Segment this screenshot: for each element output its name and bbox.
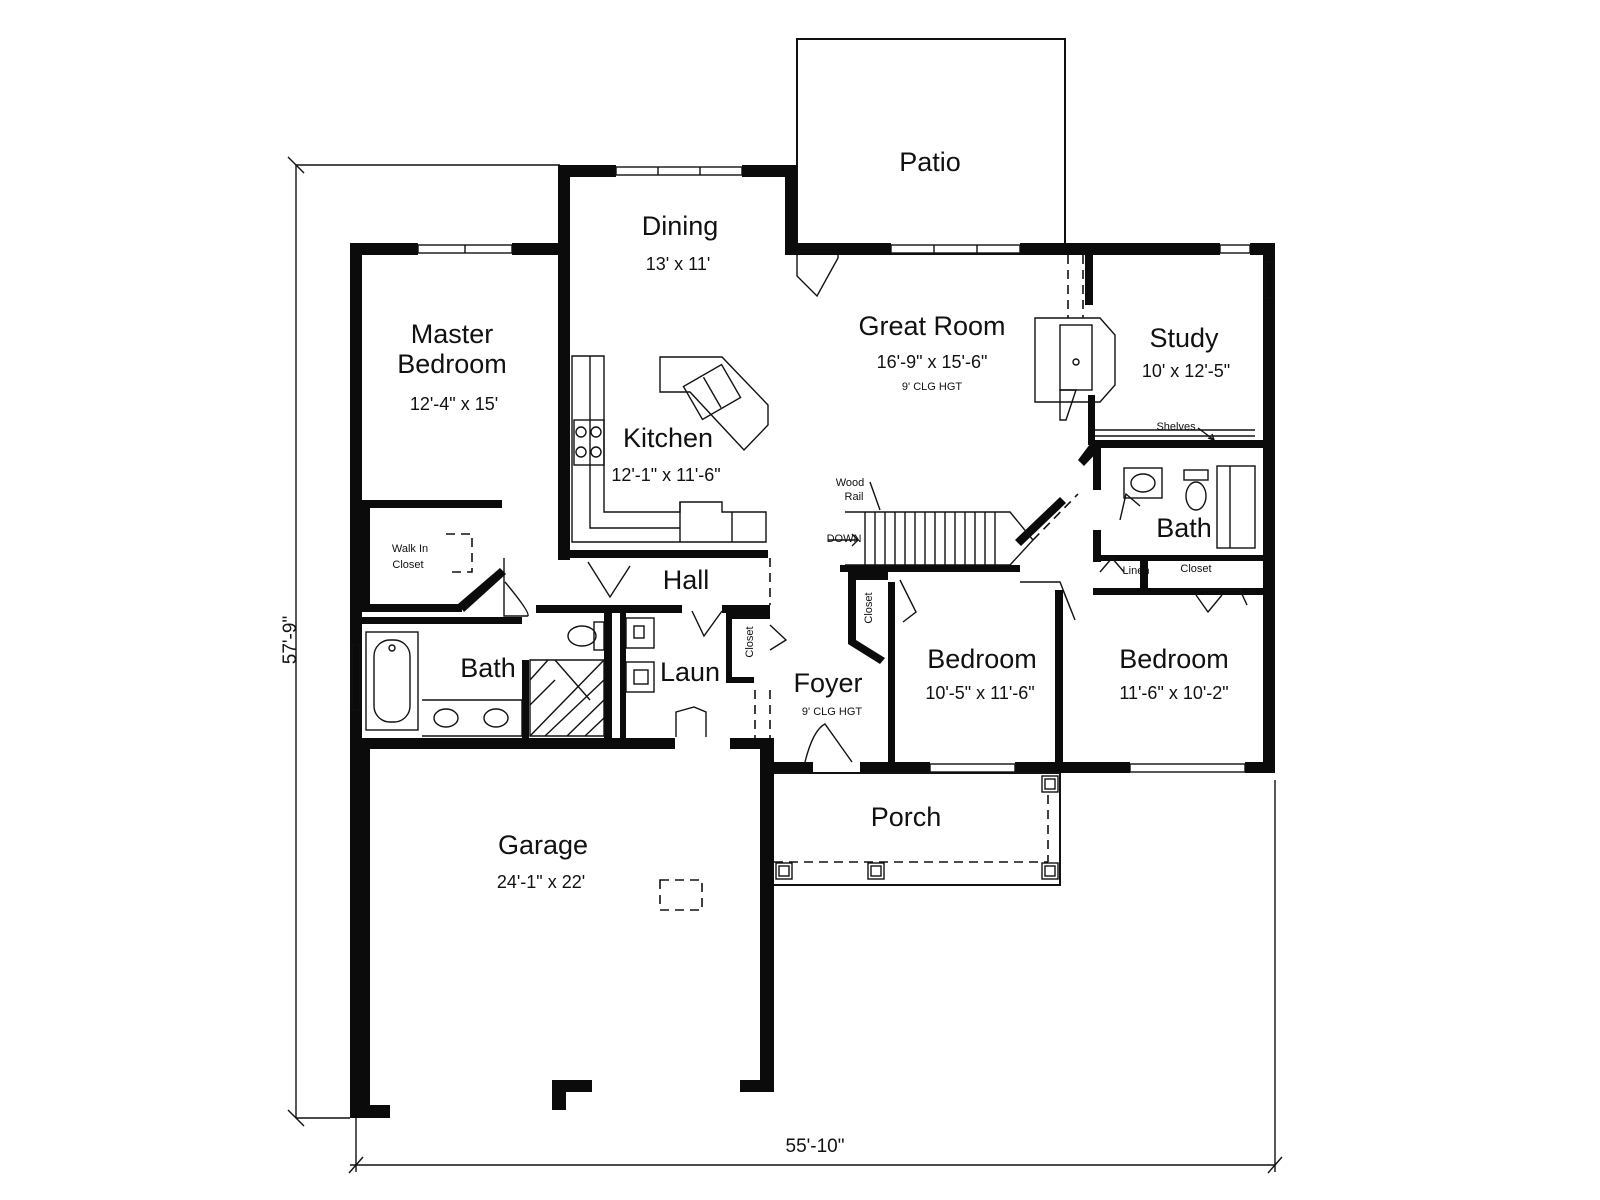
depth-dimension: 57'-9" (280, 616, 301, 664)
bedroom-closet-label: Closet (1180, 563, 1211, 575)
study-name: Study (1149, 323, 1219, 353)
dimension-lines: 57'-9" 55'-10" (280, 156, 1283, 1174)
interior-walls (362, 243, 1263, 772)
stair-treads (864, 512, 996, 565)
dining-size: 13' x 11' (646, 254, 711, 274)
hall-bath-name: Bath (1156, 513, 1212, 543)
wood-rail-label-line2: Rail (845, 491, 864, 503)
bedroom-2-size: 10'-5" x 11'-6" (925, 683, 1034, 703)
master-bath-name: Bath (460, 653, 516, 683)
linen-label: Linen (1123, 565, 1150, 577)
bedroom-3-name: Bedroom (1119, 644, 1229, 674)
great-room-name: Great Room (858, 311, 1005, 341)
patio-slab (796, 38, 1066, 255)
porch (774, 772, 1061, 886)
porch-name: Porch (871, 802, 942, 832)
master-bedroom-size: 12'-4" x 15' (410, 394, 498, 414)
annotation-labels: Shelves Wood Rail DOWN Closet Closet Lin… (744, 421, 1216, 658)
foyer-ceiling: 9' CLG HGT (802, 706, 862, 718)
walk-in-closet-line1: Walk In (392, 543, 428, 555)
garage-name: Garage (498, 830, 588, 860)
stair-down-label: DOWN (827, 533, 862, 545)
kitchen-name: Kitchen (623, 423, 713, 453)
bedroom-2-name: Bedroom (927, 644, 1037, 674)
wood-rail-label-line1: Wood (836, 477, 865, 489)
laundry-name: Laun (660, 657, 720, 687)
kitchen-size: 12'-1" x 11'-6" (611, 465, 720, 485)
garage-size: 24'-1" x 22' (497, 872, 585, 892)
great-room-ceiling: 9' CLG HGT (902, 381, 962, 393)
hall-name: Hall (663, 565, 710, 595)
fixtures (365, 255, 1256, 911)
exterior-walls (350, 165, 1275, 1118)
patio-name: Patio (899, 147, 961, 177)
dining-name: Dining (642, 211, 719, 241)
great-room-size: 16'-9" x 15'-6" (877, 352, 988, 372)
walk-in-closet-line2: Closet (392, 559, 423, 571)
hall-closet-label: Closet (744, 626, 756, 657)
doors (503, 251, 1248, 763)
master-bedroom-name-line2: Bedroom (397, 349, 507, 379)
shelves-label: Shelves (1156, 421, 1196, 433)
foyer-closet-label: Closet (863, 592, 875, 623)
width-dimension: 55'-10" (786, 1136, 845, 1157)
study-size: 10' x 12'-5" (1142, 361, 1230, 381)
bedroom-3-size: 11'-6" x 10'-2" (1119, 683, 1228, 703)
room-labels: Patio Dining 13' x 11' Great Room 16'-9"… (392, 147, 1230, 892)
foyer-name: Foyer (793, 668, 862, 698)
master-bedroom-name-line1: Master (411, 319, 494, 349)
